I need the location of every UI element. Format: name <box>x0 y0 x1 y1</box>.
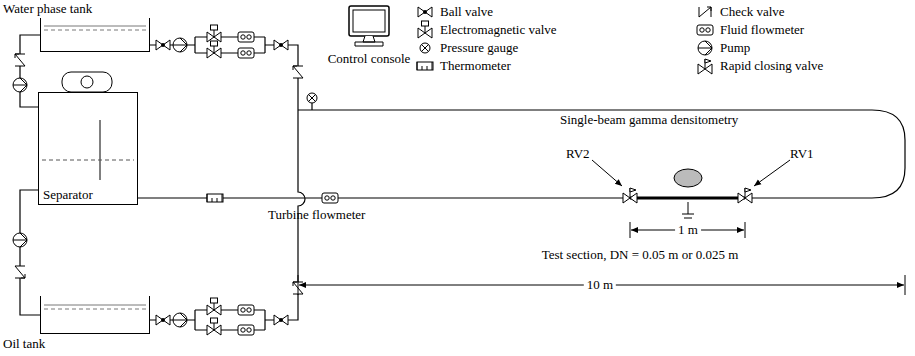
tank: Oil tank <box>40 296 150 334</box>
callout-label: 10 m <box>584 277 616 292</box>
legend-text: Fluid flowmeter <box>720 22 804 37</box>
pump-symbol <box>173 38 187 52</box>
dimension-line <box>298 222 905 295</box>
legend-flowmeter <box>697 25 713 35</box>
legend-text: Check valve <box>720 4 785 19</box>
rapid-closing-valve <box>738 188 752 203</box>
leader-line <box>754 160 790 186</box>
legend-pressure-gauge <box>420 43 430 53</box>
legend-thermometer <box>417 62 433 70</box>
legend-pump <box>698 41 712 55</box>
test-pipe <box>630 197 745 200</box>
legend-text: Pressure gauge <box>440 40 518 55</box>
leader-line <box>592 160 622 186</box>
flowmeter-symbol <box>238 325 254 335</box>
pipe-connector <box>20 35 40 107</box>
electromagnetic-valve <box>207 318 221 335</box>
pump-symbol <box>13 233 27 247</box>
electromagnetic-valve <box>207 41 221 58</box>
callout-label: Test section, DN = 0.05 m or 0.025 m <box>542 247 739 262</box>
legend-electromagnetic-valve <box>418 21 432 38</box>
flowmeter-symbol <box>238 305 254 315</box>
node-label: Separator <box>43 187 93 202</box>
legend-text: Pump <box>720 40 750 55</box>
legend-text: Ball valve <box>440 4 493 19</box>
separator-box: Separator <box>38 92 138 205</box>
check-valve <box>15 54 25 66</box>
flowmeter-symbol <box>238 32 254 42</box>
check-valve <box>293 66 303 78</box>
control-console: Control console <box>345 5 393 47</box>
pipe <box>138 37 905 330</box>
legend-text: Thermometer <box>440 58 511 73</box>
separator-drum <box>42 72 134 180</box>
node-label: Control console <box>328 51 411 66</box>
rapid-closing-valve <box>623 188 637 203</box>
callout-label: RV1 <box>790 146 814 161</box>
flowmeter-symbol <box>238 48 254 58</box>
tank: Water phase tank <box>40 18 150 52</box>
pump-symbol <box>13 78 27 92</box>
pipe-connector <box>20 190 40 315</box>
turbine-flowmeter-symbol <box>322 193 338 203</box>
node-label: Water phase tank <box>3 1 92 16</box>
thermometer-symbol <box>207 194 223 202</box>
ball-valve <box>156 315 170 325</box>
callout-label: 1 m <box>675 222 701 237</box>
pressure-gauge <box>307 93 317 103</box>
electromagnetic-valve <box>207 25 221 42</box>
callout-label: RV2 <box>566 146 590 161</box>
gamma-detector <box>682 202 694 218</box>
ball-valve <box>156 40 170 50</box>
callout-label: Single-beam gamma densitometry <box>560 112 738 127</box>
monitor-outline <box>345 5 393 47</box>
ball-valve <box>274 40 288 50</box>
check-valve <box>15 266 25 278</box>
gamma-source <box>674 169 702 187</box>
legend-ball-valve <box>418 7 432 17</box>
ball-valve <box>274 315 288 325</box>
legend-text: Rapid closing valve <box>720 58 823 73</box>
legend-check-valve <box>699 7 711 17</box>
legend-rapid-closing-valve <box>698 59 712 74</box>
liquid-level <box>44 26 146 309</box>
electromagnetic-valve <box>207 298 221 315</box>
pump-symbol <box>173 313 187 327</box>
callout-label: Turbine flowmeter <box>268 207 365 222</box>
legend-text: Electromagnetic valve <box>440 22 557 37</box>
node-label: Oil tank <box>3 336 45 351</box>
